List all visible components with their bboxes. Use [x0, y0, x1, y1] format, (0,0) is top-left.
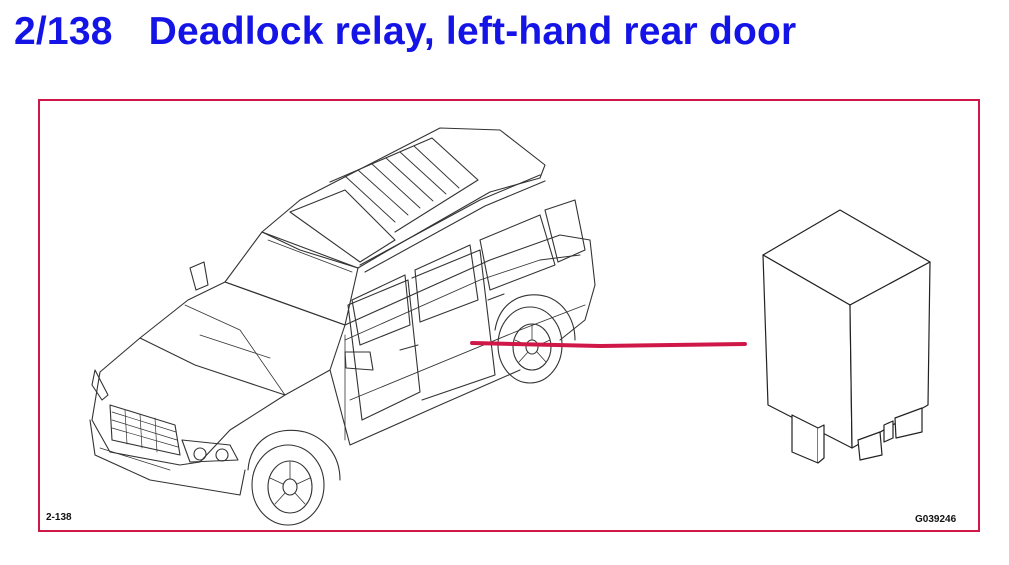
diagram-frame: [38, 99, 980, 532]
figure-image-code: G039246: [915, 514, 957, 525]
figure-ref-code: 2-138: [46, 512, 72, 523]
component-name: Deadlock relay, left-hand rear door: [148, 10, 797, 53]
pointer-line: [470, 341, 747, 349]
relay-icon: [762, 209, 931, 464]
page-title: 2/138 Deadlock relay, left-hand rear door: [14, 10, 796, 54]
car-illustration: [89, 127, 596, 526]
component-number: 2/138: [14, 10, 113, 53]
